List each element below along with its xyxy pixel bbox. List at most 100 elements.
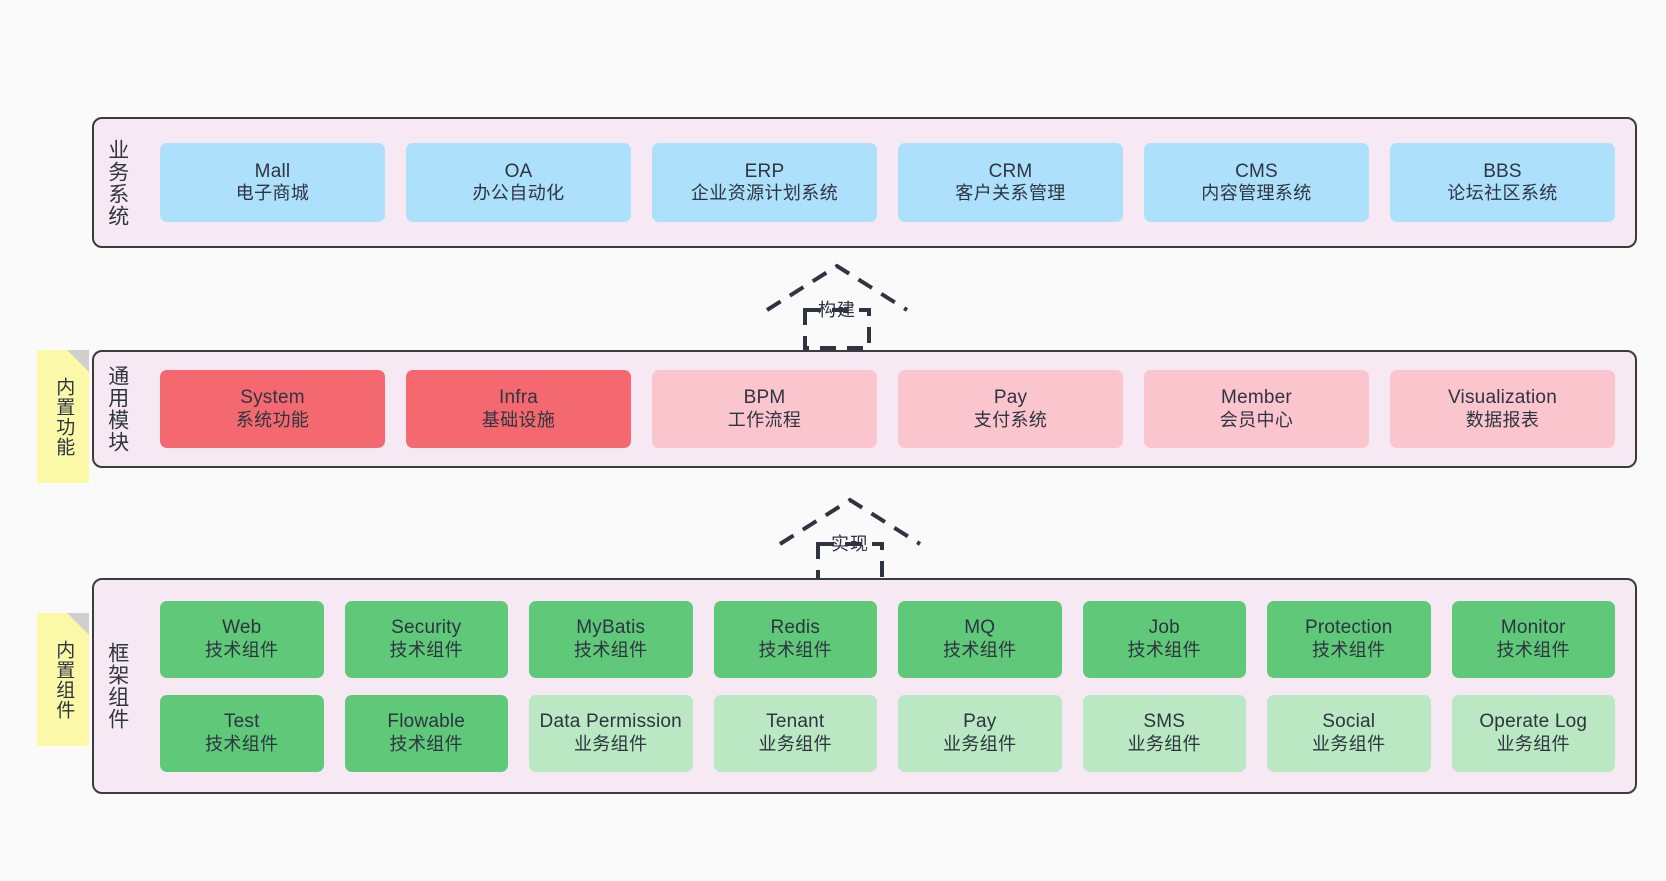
card-mq-subtitle: 技术组件 [942,639,1017,660]
layer-business-systems: 业务系统 Mall 电子商城 OA 办公自动化 ERP 企业资源计划系统 CRM… [92,117,1637,248]
card-visualization[interactable]: Visualization 数据报表 [1390,370,1615,448]
card-flowable[interactable]: Flowable 技术组件 [344,694,508,772]
card-web-title: Web [222,617,262,639]
card-sms-subtitle: 业务组件 [1127,733,1202,754]
sticky-note-builtin-features-label: 内置功能 [53,376,75,457]
business-systems-card-grid: Mall 电子商城 OA 办公自动化 ERP 企业资源计划系统 CRM 客户关系… [140,119,1635,246]
card-operate-log-subtitle: 业务组件 [1496,733,1571,754]
connector-build: 构建 [757,258,917,358]
card-redis[interactable]: Redis 技术组件 [713,600,877,678]
card-system[interactable]: System 系统功能 [160,370,385,448]
card-oa-subtitle: 办公自动化 [472,183,565,204]
card-cms-title: CMS [1235,160,1278,182]
card-system-subtitle: 系统功能 [235,409,310,430]
sticky-fold-corner-icon [67,350,89,372]
card-sms[interactable]: SMS 业务组件 [1082,694,1246,772]
card-system-title: System [240,387,305,409]
card-pay-module[interactable]: Pay 支付系统 [898,370,1123,448]
card-protection-subtitle: 技术组件 [1311,639,1386,660]
layer-title-business-systems: 业务系统 [105,138,129,227]
card-crm-title: CRM [988,160,1033,182]
sticky-fold-corner-icon [67,613,89,635]
card-pay-component-subtitle: 业务组件 [942,733,1017,754]
card-social-subtitle: 业务组件 [1311,733,1386,754]
card-test[interactable]: Test 技术组件 [160,694,324,772]
card-bpm-subtitle: 工作流程 [727,409,802,430]
card-mall-title: Mall [254,160,291,182]
card-flowable-title: Flowable [387,711,466,733]
connector-implement: 实现 [770,492,930,592]
card-bbs[interactable]: BBS 论坛社区系统 [1390,143,1615,222]
card-oa[interactable]: OA 办公自动化 [406,143,631,222]
sticky-note-builtin-components-label: 内置组件 [53,639,75,720]
card-erp-title: ERP [744,160,785,182]
card-oa-title: OA [504,160,533,182]
card-social[interactable]: Social 业务组件 [1267,694,1431,772]
card-mq-title: MQ [964,617,996,639]
card-test-title: Test [223,711,260,733]
common-modules-card-grid: System 系统功能 Infra 基础设施 BPM 工作流程 Pay 支付系统… [140,352,1635,466]
card-social-title: Social [1322,711,1376,733]
card-bbs-subtitle: 论坛社区系统 [1447,183,1558,204]
card-job[interactable]: Job 技术组件 [1082,600,1246,678]
framework-components-card-grid: Web 技术组件 Security 技术组件 MyBatis 技术组件 Redi… [140,580,1635,792]
card-redis-title: Redis [770,617,821,639]
card-pay-component[interactable]: Pay 业务组件 [898,694,1062,772]
card-erp[interactable]: ERP 企业资源计划系统 [652,143,877,222]
sticky-note-builtin-features: 内置功能 [37,350,89,483]
card-crm-subtitle: 客户关系管理 [955,183,1066,204]
card-security[interactable]: Security 技术组件 [344,600,508,678]
card-web[interactable]: Web 技术组件 [160,600,324,678]
card-mall[interactable]: Mall 电子商城 [160,143,385,222]
card-flowable-subtitle: 技术组件 [389,733,464,754]
card-pay-module-subtitle: 支付系统 [973,409,1048,430]
card-operate-log-title: Operate Log [1479,711,1588,733]
card-mall-subtitle: 电子商城 [235,183,310,204]
card-security-title: Security [391,617,462,639]
card-data-permission[interactable]: Data Permission 业务组件 [529,694,693,772]
card-cms[interactable]: CMS 内容管理系统 [1144,143,1369,222]
card-monitor[interactable]: Monitor 技术组件 [1451,600,1615,678]
card-test-subtitle: 技术组件 [204,733,279,754]
card-tenant-subtitle: 业务组件 [758,733,833,754]
layer-title-common-modules: 通用模块 [105,365,129,453]
card-tenant[interactable]: Tenant 业务组件 [713,694,877,772]
card-sms-title: SMS [1143,711,1186,733]
card-bbs-title: BBS [1483,160,1522,182]
card-monitor-subtitle: 技术组件 [1496,639,1571,660]
layer-common-modules: 通用模块 System 系统功能 Infra 基础设施 BPM 工作流程 Pay… [92,350,1637,468]
card-crm[interactable]: CRM 客户关系管理 [898,143,1123,222]
card-member[interactable]: Member 会员中心 [1144,370,1369,448]
card-infra-title: Infra [498,387,539,409]
card-job-subtitle: 技术组件 [1127,639,1202,660]
card-web-subtitle: 技术组件 [204,639,279,660]
card-visualization-subtitle: 数据报表 [1465,409,1540,430]
card-operate-log[interactable]: Operate Log 业务组件 [1451,694,1615,772]
card-protection[interactable]: Protection 技术组件 [1267,600,1431,678]
card-visualization-title: Visualization [1448,387,1557,409]
card-member-subtitle: 会员中心 [1219,409,1294,430]
card-cms-subtitle: 内容管理系统 [1201,183,1312,204]
card-erp-subtitle: 企业资源计划系统 [690,183,839,204]
card-pay-module-title: Pay [993,387,1028,409]
connector-implement-glyph [778,497,922,584]
card-mq[interactable]: MQ 技术组件 [898,600,1062,678]
card-mybatis-title: MyBatis [576,617,646,639]
card-infra-subtitle: 基础设施 [481,409,556,430]
card-security-subtitle: 技术组件 [389,639,464,660]
card-member-title: Member [1221,387,1292,409]
card-monitor-title: Monitor [1500,617,1566,639]
card-tenant-title: Tenant [766,711,825,733]
card-protection-title: Protection [1304,617,1393,639]
card-bpm[interactable]: BPM 工作流程 [652,370,877,448]
card-infra[interactable]: Infra 基础设施 [406,370,631,448]
card-mybatis[interactable]: MyBatis 技术组件 [529,600,693,678]
layer-framework-components: 框架组件 Web 技术组件 Security 技术组件 MyBatis 技术组件… [92,578,1637,794]
sticky-note-builtin-components: 内置组件 [37,613,89,746]
card-data-permission-subtitle: 业务组件 [573,733,648,754]
card-redis-subtitle: 技术组件 [758,639,833,660]
card-mybatis-subtitle: 技术组件 [573,639,648,660]
card-job-title: Job [1148,617,1180,639]
card-pay-component-title: Pay [963,711,997,733]
